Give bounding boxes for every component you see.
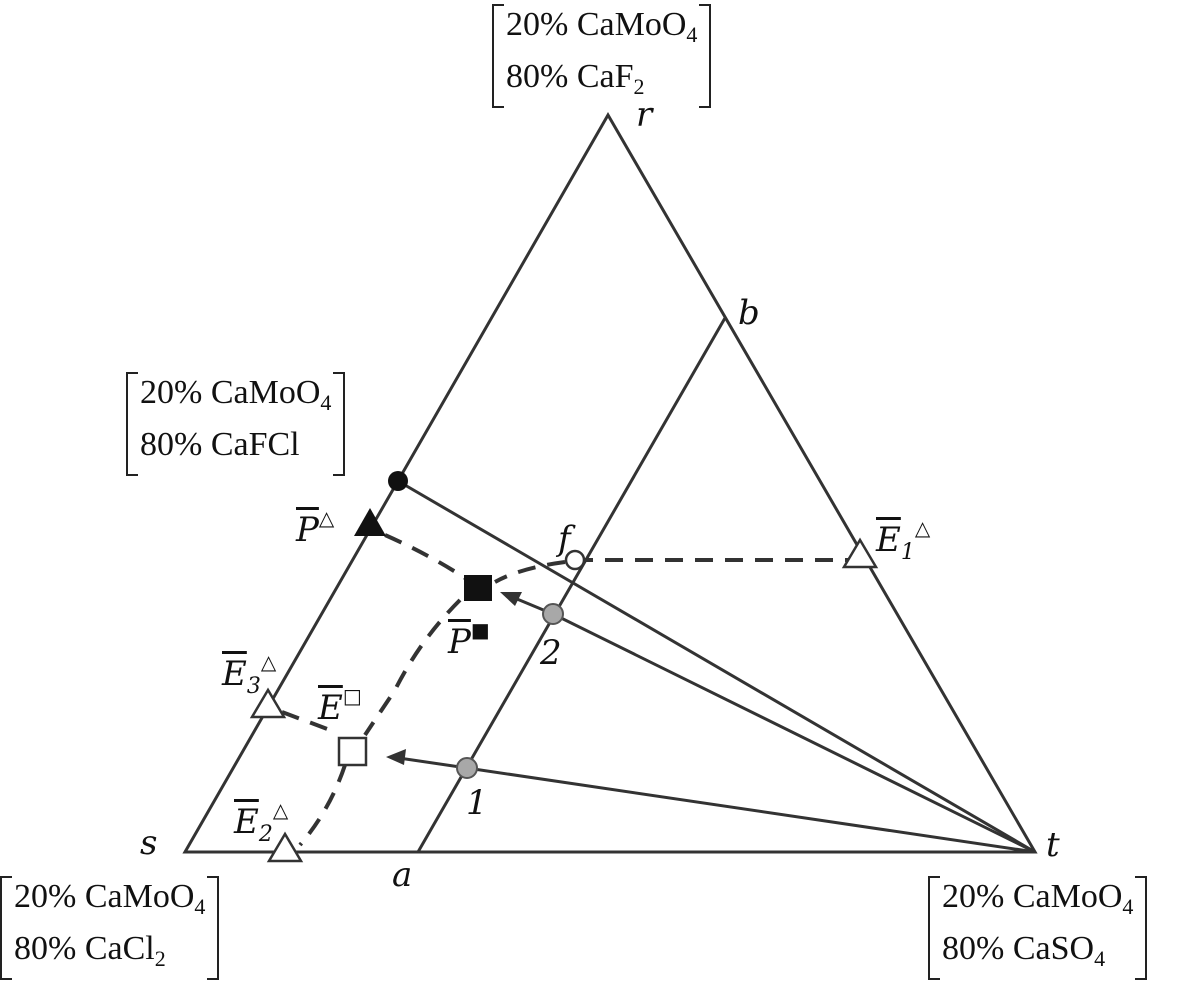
main-triangle <box>182 111 1038 854</box>
dashed-E3-Esq <box>281 710 331 732</box>
corner-label-top: 20% CaMoO4 80% CaF2 <box>492 4 712 108</box>
point-f-label: f <box>558 519 571 559</box>
corner-label-bottom-left: 20% CaMoO4 80% CaCl2 <box>0 876 220 980</box>
vertex-s-label: s <box>140 823 158 863</box>
dashed-Psq-Esq <box>363 598 462 737</box>
point-b-label: b <box>738 293 760 333</box>
point-1-label: 1 <box>466 783 488 823</box>
E3-label: E3△ <box>222 650 277 699</box>
point-f <box>564 549 586 571</box>
P-triangle-marker <box>354 508 386 536</box>
cafcl-point <box>388 471 408 491</box>
point-a-label: a <box>392 855 413 895</box>
E2-label: E2△ <box>234 798 289 847</box>
arrowhead-2 <box>500 592 522 606</box>
corner-label-cafcl: 20% CaMoO4 80% CaFCl <box>126 372 346 476</box>
P-square-marker <box>464 575 492 601</box>
line-1-t <box>466 766 1036 854</box>
E-square-marker <box>337 736 368 767</box>
E2-triangle-marker <box>266 831 304 863</box>
dashed-P-Psq <box>384 533 467 580</box>
corner-label-bottom-right: 20% CaMoO4 80% CaSO4 <box>928 876 1148 980</box>
E1-triangle-marker <box>841 537 879 569</box>
point-1 <box>456 757 478 779</box>
dashed-f-Psq <box>494 560 566 584</box>
E3-triangle-marker <box>249 687 287 719</box>
line-2-t <box>552 612 1036 854</box>
point-2-label: 2 <box>540 633 562 673</box>
vertex-t-label: t <box>1046 825 1060 865</box>
E-square-label: E□ <box>318 684 362 728</box>
vertex-r-label: r <box>636 95 653 135</box>
point-2 <box>542 603 564 625</box>
P-square-label: P■ <box>448 618 490 662</box>
P-triangle-label: P△ <box>296 506 335 550</box>
line-cafcl-t <box>397 479 1036 854</box>
arrowhead-1 <box>386 749 406 765</box>
E1-label: E1△ <box>876 516 931 565</box>
dashed-Esq-E2 <box>298 764 347 847</box>
